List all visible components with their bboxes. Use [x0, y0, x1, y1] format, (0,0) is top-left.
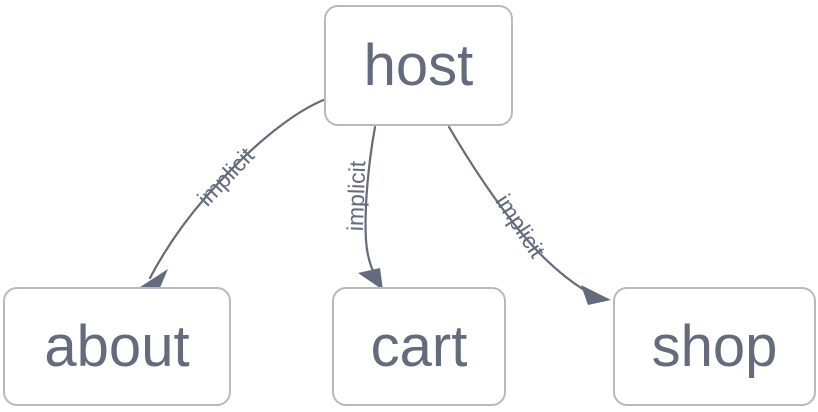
node-cart-label: cart [370, 313, 468, 379]
edge-host-about[interactable]: implicit [137, 97, 328, 290]
node-cart[interactable]: cart [332, 287, 506, 406]
edge-host-shop-label: implicit [491, 189, 551, 263]
node-host-label: host [363, 32, 474, 98]
edge-host-about-label: implicit [192, 142, 260, 211]
node-host[interactable]: host [324, 5, 513, 126]
edge-host-cart[interactable]: implicit [342, 125, 383, 290]
edge-host-cart-path [364, 125, 378, 279]
node-about[interactable]: about [3, 287, 231, 406]
edge-host-shop[interactable]: implicit [447, 125, 611, 305]
edge-host-cart-arrowhead [358, 268, 383, 290]
node-about-label: about [44, 313, 190, 379]
edge-host-about-arrowhead [137, 269, 168, 290]
edge-host-shop-path [447, 125, 599, 299]
node-shop[interactable]: shop [613, 287, 816, 406]
node-shop-label: shop [651, 313, 778, 379]
edge-host-shop-arrowhead [581, 285, 611, 305]
edge-host-cart-label: implicit [342, 160, 370, 232]
edge-host-about-path [148, 97, 328, 280]
